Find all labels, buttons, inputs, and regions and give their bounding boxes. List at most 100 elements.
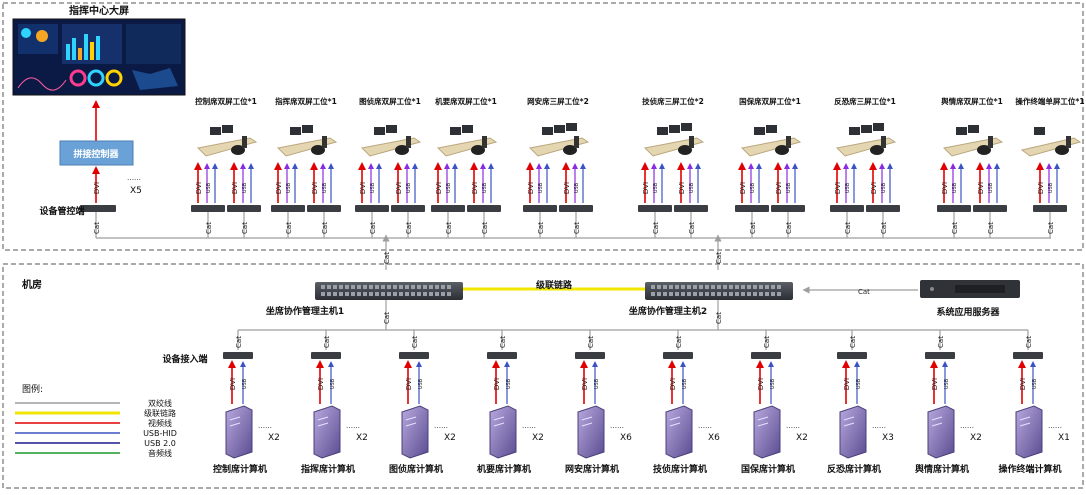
pc-label: 舆情席计算机 <box>915 463 969 475</box>
pc-label: 图侦席计算机 <box>389 463 443 475</box>
switch-port <box>447 292 451 296</box>
pc-label: 技侦席计算机 <box>653 463 707 475</box>
device-access-label: 设备接入端 <box>162 353 207 365</box>
pc-bay <box>843 422 855 427</box>
device-mgmt-label: 设备管控端 <box>39 205 84 217</box>
switch-port <box>675 285 679 289</box>
switch-port <box>333 285 337 289</box>
dvi-tag: DVI <box>870 182 878 194</box>
switch-port <box>387 285 391 289</box>
switch-port <box>333 292 337 296</box>
monitor <box>450 127 461 135</box>
pc-bay <box>931 416 943 421</box>
desk <box>942 137 1004 157</box>
monitor <box>968 125 979 133</box>
switch-port <box>405 292 409 296</box>
dvi-tag: DVI <box>493 378 501 390</box>
chair <box>977 145 991 155</box>
desk <box>1020 137 1082 157</box>
desk <box>528 137 590 157</box>
dvi-tag: DVI <box>471 182 479 194</box>
legend-label: 级联链路 <box>144 408 176 418</box>
pc-bay <box>229 416 241 421</box>
chair-back <box>406 136 411 148</box>
switch-port <box>723 285 727 289</box>
machine-room-label: 机房 <box>22 278 42 291</box>
extender <box>973 205 1007 212</box>
usb-tag: USB <box>944 378 950 389</box>
extender <box>467 205 501 212</box>
switch-port <box>375 292 379 296</box>
switch-port <box>759 292 763 296</box>
monitor <box>669 125 680 133</box>
cat-tag: Cat <box>205 222 213 234</box>
usb-tag: USB <box>653 182 659 193</box>
extender <box>431 205 465 212</box>
machine-room-frame <box>2 263 1084 489</box>
switch-port <box>663 292 667 296</box>
switch-port <box>381 292 385 296</box>
monitor <box>861 125 872 133</box>
switch-port <box>345 292 349 296</box>
pc-bay <box>1019 416 1031 421</box>
dvi-tag-splice: DVI <box>93 182 101 194</box>
switch-port <box>411 285 415 289</box>
switch-port <box>657 292 661 296</box>
dvi-tag: DVI <box>311 182 319 194</box>
cat-tag: Cat <box>937 336 945 348</box>
dvi-tag: DVI <box>775 182 783 194</box>
pc-bay <box>931 422 943 427</box>
cat-tag: Cat <box>537 222 545 234</box>
extender <box>674 205 708 212</box>
host2-label: 坐席协作管理主机2 <box>629 305 707 317</box>
chair-back <box>242 136 247 148</box>
switch-port <box>351 292 355 296</box>
chair-back <box>322 136 327 148</box>
desk <box>643 137 705 157</box>
switch-port <box>669 292 673 296</box>
legend-title: 图例: <box>22 383 43 395</box>
switch-port <box>321 292 325 296</box>
switch-port <box>375 285 379 289</box>
monitor <box>542 127 553 135</box>
switch-port <box>399 285 403 289</box>
usb-tag: USB <box>322 182 328 193</box>
dvi-tag: DVI <box>843 378 851 390</box>
switch-port <box>693 285 697 289</box>
splice-controller-label: 拼接控制器 <box>73 148 119 160</box>
cat-tag: Cat <box>481 222 489 234</box>
switch-port <box>675 292 679 296</box>
switch-port <box>351 285 355 289</box>
usb-tag: USB <box>881 182 887 193</box>
usb-tag: USB <box>574 182 580 193</box>
pc-dots: …… <box>434 422 448 430</box>
chair-back <box>881 136 886 148</box>
pc-tower <box>313 405 341 459</box>
cat-tag-h1-down: Cat <box>383 312 391 324</box>
dvi-tag: DVI <box>739 182 747 194</box>
switch-port <box>729 285 733 289</box>
monitor <box>566 123 577 131</box>
access-extender <box>223 352 253 359</box>
monitor <box>873 123 884 131</box>
switch-host2 <box>645 282 793 300</box>
cat-tag: Cat <box>880 222 888 234</box>
usb-tag: USB <box>242 378 248 389</box>
monitor <box>386 125 397 133</box>
extender-device-mgmt <box>80 205 116 212</box>
workstation-label: 图侦席双屏工位*1 <box>359 96 421 106</box>
extender <box>735 205 769 212</box>
pc-multiplier: X3 <box>882 433 894 443</box>
pc-label: 控制席计算机 <box>213 463 267 475</box>
cat-tag: Cat <box>688 222 696 234</box>
workstation-label: 舆情席双屏工位*1 <box>941 96 1003 106</box>
switch-port <box>357 285 361 289</box>
